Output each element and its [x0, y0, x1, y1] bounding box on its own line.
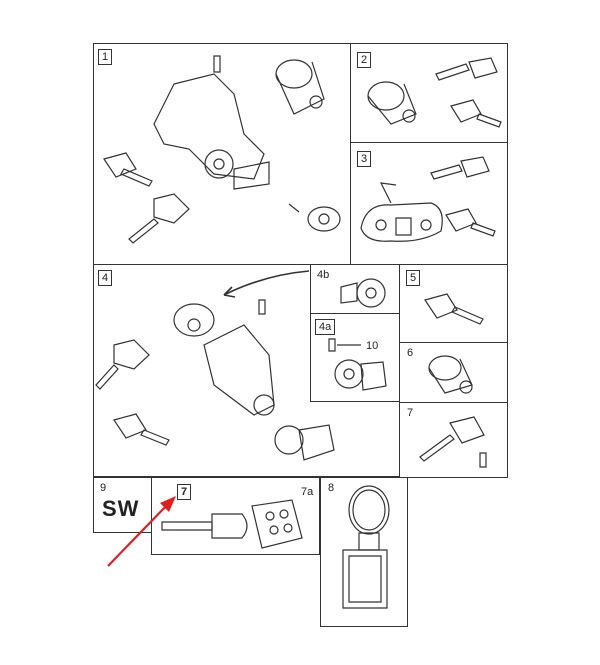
panel-8: 8 — [320, 477, 408, 627]
switch-module-drawing — [340, 278, 386, 308]
panel-7: 7 — [399, 402, 508, 478]
key-blank-drawing — [424, 293, 484, 325]
flip-key-drawing — [161, 499, 303, 549]
panel-4-label: 4 — [98, 270, 113, 286]
panel-4a: 4a 10 — [310, 313, 400, 402]
panel-3: 3 — [350, 142, 508, 265]
panel-9: 9 SW — [93, 477, 152, 533]
panel-7a-label: 7a — [301, 486, 314, 498]
panel-6: 6 — [399, 342, 508, 403]
door-lock-cylinder-drawing — [367, 57, 502, 128]
remote-key-drawing — [419, 416, 487, 468]
panel-7-label: 7 — [407, 407, 414, 419]
panel-1: 1 — [93, 43, 351, 265]
ignition-switch-assembly-drawing — [95, 270, 335, 461]
panel-2: 2 — [350, 43, 508, 143]
panel-7a: 7 7a — [151, 477, 320, 555]
key-fob-tag-drawing — [342, 485, 390, 609]
lock-ring-drawing — [328, 338, 387, 391]
trunk-lock-drawing — [360, 156, 496, 242]
panel-9-label: 9 — [100, 482, 107, 494]
panel-8-label: 8 — [328, 482, 335, 494]
panel-6-label: 6 — [407, 347, 414, 359]
panel-4b: 4b — [310, 264, 400, 314]
panel-2-label: 2 — [357, 52, 372, 68]
panel-4a-label: 4a — [315, 319, 336, 335]
panel-3-label: 3 — [357, 151, 372, 167]
ignition-lock-assembly-drawing — [103, 55, 341, 244]
panel-4b-label: 4b — [317, 269, 330, 281]
lock-cylinder-drawing — [428, 355, 473, 394]
software-label: SW — [102, 496, 140, 521]
panel-1-label: 1 — [98, 49, 113, 65]
panel-5-label: 5 — [406, 270, 421, 286]
highlighted-callout-7: 7 — [177, 484, 192, 500]
callout-10: 10 — [366, 340, 379, 352]
panel-5: 5 — [399, 264, 508, 343]
